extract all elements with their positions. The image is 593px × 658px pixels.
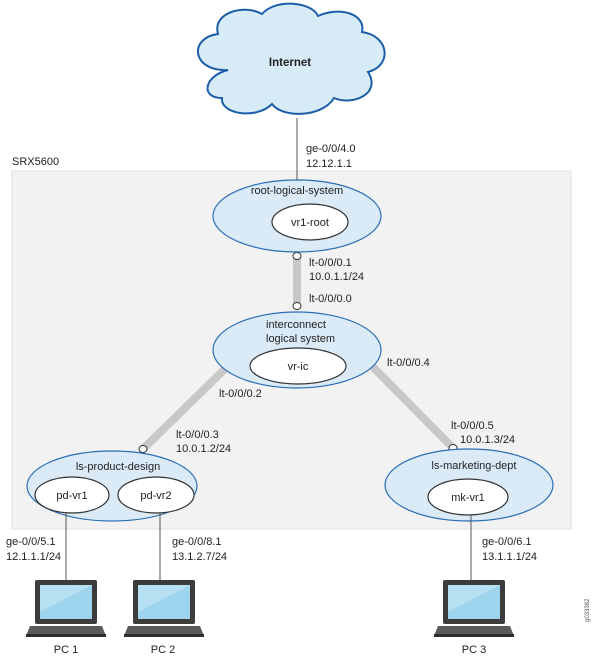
pd-vr1-node	[34, 476, 110, 514]
figure-id: g033382	[585, 598, 591, 622]
interconnect-title-line1: interconnect	[266, 319, 326, 331]
pc1-interface: ge-0/0/5.1	[6, 536, 56, 548]
port-pd-icon	[138, 445, 148, 453]
pd-vr2-label: pd-vr2	[140, 490, 171, 502]
pd-vr2-node	[117, 476, 195, 514]
pc3-laptop-icon	[434, 580, 514, 637]
uplink-ip: 12.12.1.1	[306, 158, 352, 170]
link-pd-if-pd: lt-0/0/0.3	[176, 429, 219, 441]
pc1-ip: 12.1.1.1/24	[6, 551, 61, 563]
device-label: SRX5600	[12, 156, 59, 168]
ls-marketing-dept-title: ls-marketing-dept	[432, 460, 517, 472]
port-root-icon	[292, 252, 302, 260]
pc1-laptop-icon	[26, 580, 106, 637]
internet-cloud-icon	[196, 2, 386, 115]
link-mk-if-ic: lt-0/0/0.4	[387, 357, 430, 369]
mk-vr1-label: mk-vr1	[451, 492, 485, 504]
root-logical-system-title: root-logical-system	[251, 185, 343, 197]
link-root-if-root: lt-0/0/0.1	[309, 257, 352, 269]
vr-ic-label: vr-ic	[288, 361, 309, 373]
link-mk-if-mk: lt-0/0/0.5	[451, 420, 494, 432]
pc2-laptop-icon	[124, 580, 204, 637]
vr-ic-node	[249, 347, 347, 385]
link-ic-mk	[367, 361, 456, 451]
interconnect-title-line2: logical system	[266, 333, 335, 345]
vr1-root-node	[271, 203, 349, 241]
pc2-ip: 13.1.2.7/24	[172, 551, 227, 563]
internet-label: Internet	[269, 57, 311, 69]
link-pd-ip-pd: 10.0.1.2/24	[176, 443, 231, 455]
ls-product-design-title: ls-product-design	[76, 461, 160, 473]
pc3-ip: 13.1.1.1/24	[482, 551, 537, 563]
pc3-label: PC 3	[462, 644, 486, 656]
uplink-interface: ge-0/0/4.0	[306, 143, 356, 155]
pd-vr1-label: pd-vr1	[56, 490, 87, 502]
mk-vr1-node	[427, 478, 509, 516]
link-ic-pd	[140, 363, 231, 452]
link-mk-ip-mk: 10.0.1.3/24	[460, 434, 515, 446]
link-root-ip-root: 10.0.1.1/24	[309, 271, 364, 283]
vr1-root-label: vr1-root	[291, 217, 329, 229]
link-pd-if-ic: lt-0/0/0.2	[219, 388, 262, 400]
pc3-interface: ge-0/0/6.1	[482, 536, 532, 548]
link-root-if-ic: lt-0/0/0.0	[309, 293, 352, 305]
pc1-label: PC 1	[54, 644, 78, 656]
pc2-label: PC 2	[151, 644, 175, 656]
port-ic-top-icon	[292, 302, 302, 310]
pc2-interface: ge-0/0/8.1	[172, 536, 222, 548]
